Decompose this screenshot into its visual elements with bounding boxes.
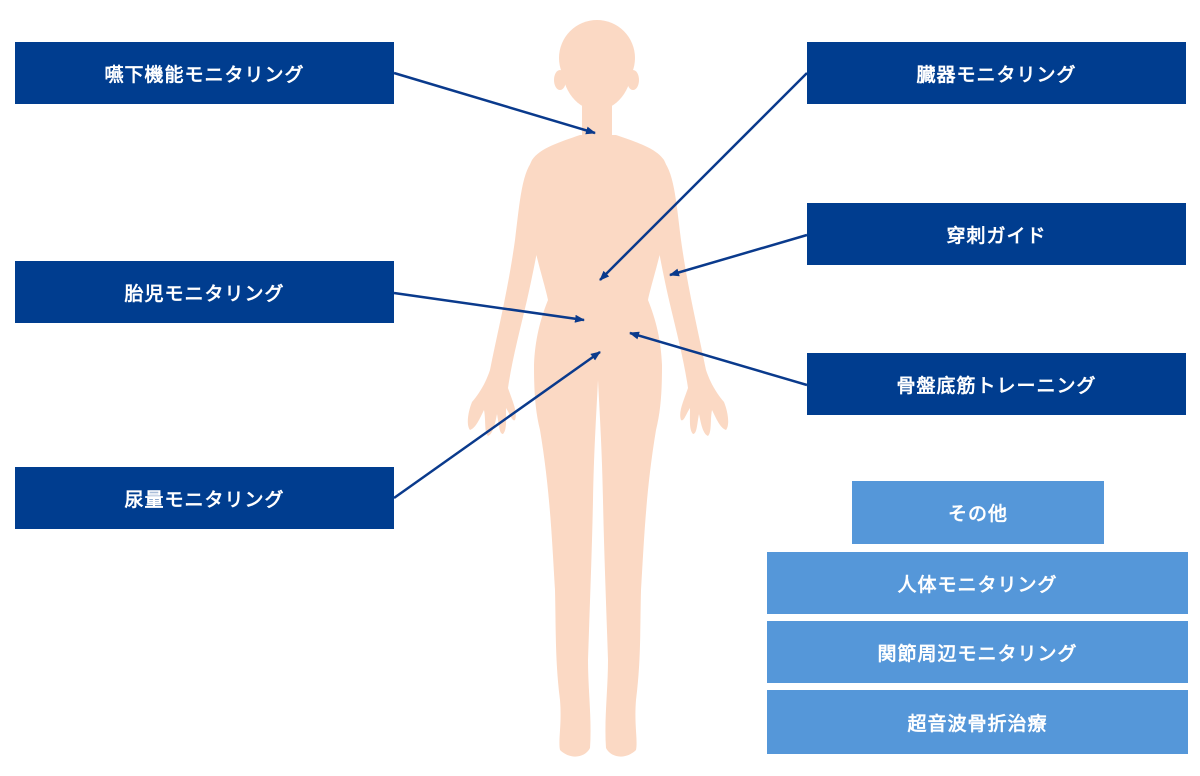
label-organ-monitoring: 臓器モニタリング: [807, 42, 1186, 104]
label-fetal-text: 胎児モニタリング: [124, 282, 285, 305]
arm-right: [651, 158, 729, 436]
stack-body-monitoring: 人体モニタリング: [767, 552, 1188, 614]
label-pelvic-text: 骨盤底筋トレーニング: [896, 374, 1097, 397]
neck: [582, 100, 612, 140]
label-urine-text: 尿量モニタリング: [124, 488, 285, 511]
arrow-urine: [393, 350, 601, 500]
arm-left: [467, 158, 545, 436]
stack-other: その他: [852, 481, 1104, 544]
arrows: [393, 71, 808, 500]
stack-body-text: 人体モニタリング: [897, 573, 1058, 596]
arrow-swallow: [393, 71, 596, 135]
torso: [526, 135, 670, 757]
stack-fracture-treatment: 超音波骨折治療: [767, 690, 1188, 754]
label-swallow-monitoring: 嚥下機能モニタリング: [15, 42, 394, 104]
stack-joint-monitoring: 関節周辺モニタリング: [767, 621, 1188, 683]
stack-fracture-text: 超音波骨折治療: [907, 712, 1048, 735]
label-needle-text: 穿刺ガイド: [946, 224, 1047, 247]
arrow-fetal: [393, 291, 585, 323]
ear-left: [554, 70, 566, 90]
arrow-pelvic: [629, 331, 808, 387]
arrow-organ: [599, 72, 808, 281]
hair: [559, 20, 635, 96]
stack-other-text: その他: [947, 503, 1008, 525]
human-silhouette: [467, 20, 729, 757]
label-urine-monitoring: 尿量モニタリング: [15, 467, 394, 529]
arrow-needle: [669, 233, 808, 277]
label-fetal-monitoring: 胎児モニタリング: [15, 261, 394, 323]
ear-right: [627, 70, 639, 90]
stack-joint-text: 関節周辺モニタリング: [877, 642, 1078, 665]
label-organ-text: 臓器モニタリング: [916, 63, 1077, 86]
label-swallow-text: 嚥下機能モニタリング: [104, 63, 305, 86]
label-needle-guide: 穿刺ガイド: [807, 203, 1186, 265]
label-pelvic-training: 骨盤底筋トレーニング: [807, 353, 1186, 415]
